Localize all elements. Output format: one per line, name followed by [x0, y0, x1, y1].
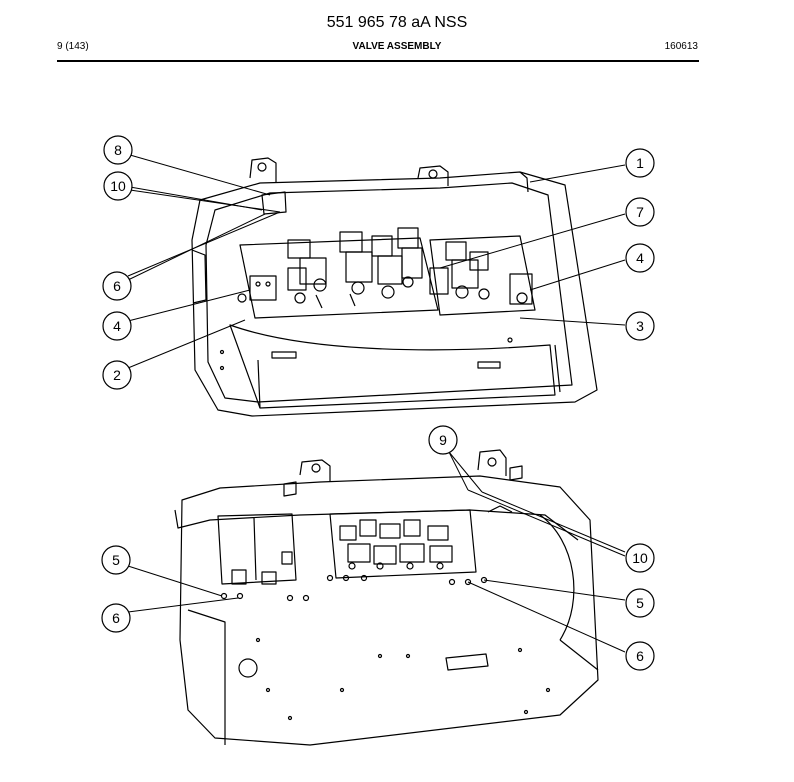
svg-text:1: 1: [636, 155, 644, 171]
svg-text:6: 6: [112, 610, 120, 626]
svg-text:7: 7: [636, 204, 644, 220]
svg-text:9: 9: [439, 432, 447, 448]
callout-8: 8: [103, 135, 133, 165]
svg-text:5: 5: [112, 552, 120, 568]
lower-assembly-view: [174, 449, 599, 746]
part-number: 551 965 78 aA NSS: [326, 14, 468, 31]
svg-text:10: 10: [110, 178, 126, 194]
svg-text:3: 3: [636, 318, 644, 334]
header-divider: [57, 60, 699, 62]
callout-6-upper: 6: [102, 271, 132, 301]
svg-text:4: 4: [636, 250, 644, 266]
svg-text:4: 4: [113, 318, 121, 334]
callout-9: 9: [428, 425, 458, 455]
page-number: 9 (143): [57, 41, 89, 52]
document-date: 160613: [664, 41, 698, 52]
callout-5-right: 5: [625, 588, 655, 618]
svg-text:6: 6: [113, 278, 121, 294]
leader-lines: [127, 154, 626, 653]
callout-4-left: 4: [102, 311, 132, 341]
page-title: VALVE ASSEMBLY: [352, 41, 442, 52]
callout-10-lower: 10: [625, 543, 655, 573]
callout-7: 7: [625, 197, 655, 227]
callout-4-right: 4: [625, 243, 655, 273]
svg-text:2: 2: [113, 367, 121, 383]
callout-6-lower-right: 6: [625, 641, 655, 671]
callout-6-lower-left: 6: [101, 603, 131, 633]
callout-3: 3: [625, 311, 655, 341]
svg-text:8: 8: [114, 142, 122, 158]
svg-text:6: 6: [636, 648, 644, 664]
svg-text:10: 10: [632, 550, 648, 566]
callout-5-left: 5: [101, 545, 131, 575]
upper-assembly-view: [191, 157, 598, 417]
callout-10-upper: 10: [103, 171, 133, 201]
callout-2: 2: [102, 360, 132, 390]
svg-text:5: 5: [636, 595, 644, 611]
callout-1: 1: [625, 148, 655, 178]
